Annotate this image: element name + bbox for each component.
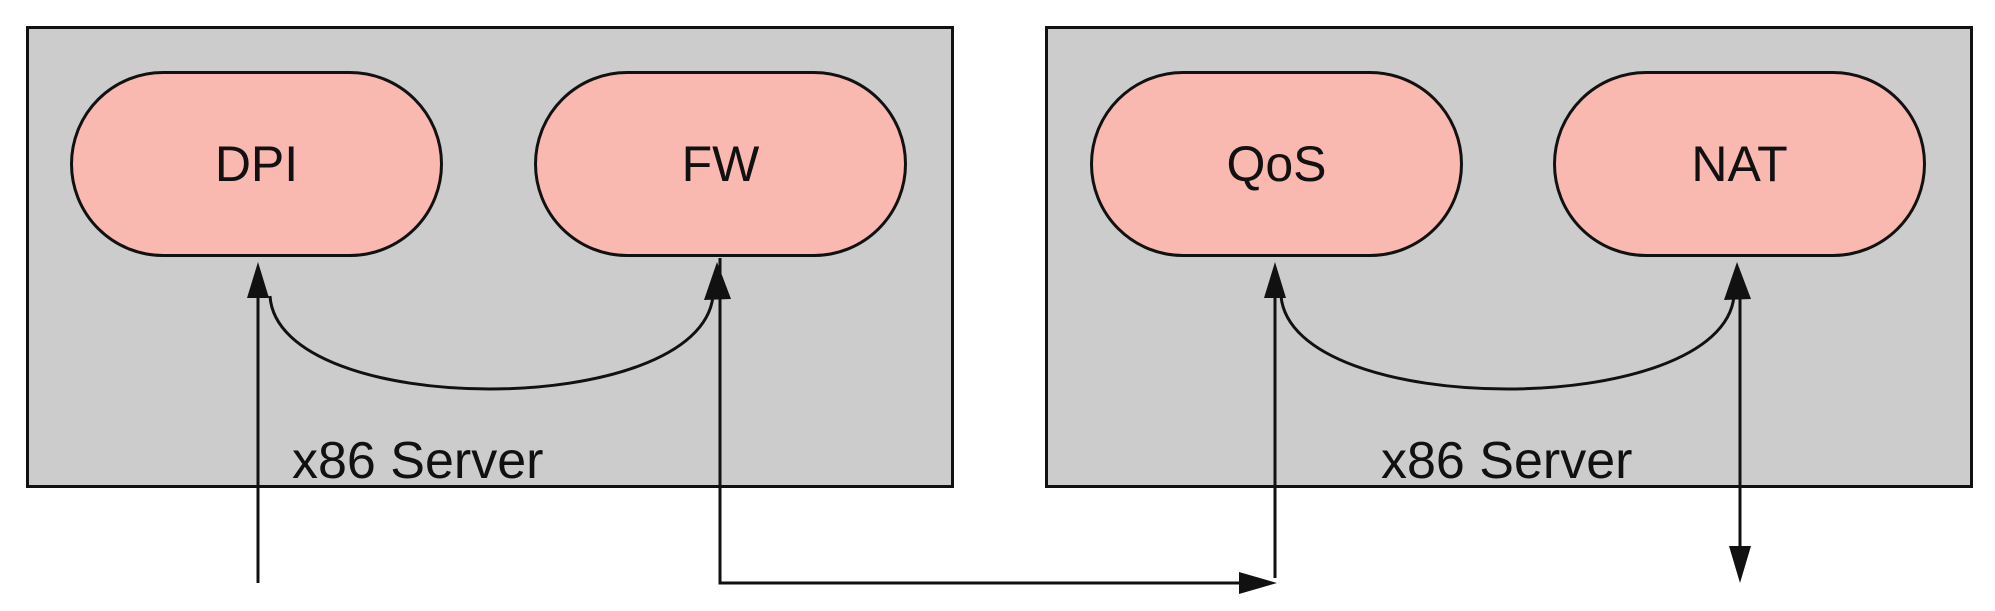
dpi-to-fw-curve (268, 295, 715, 391)
server-2-label: x86 Server (1381, 432, 1633, 490)
function-fw-label: FW (681, 136, 760, 192)
arrowhead-egress (1729, 546, 1751, 583)
arrowhead-to-qos-horizontal (1239, 572, 1277, 594)
fw-to-qos-line (718, 258, 1245, 585)
arrowhead-into-fw (704, 262, 731, 300)
server-1-label: x86 Server (292, 432, 544, 490)
function-nat: NAT (1553, 71, 1926, 257)
qos-to-nat-curve (1279, 295, 1736, 391)
function-dpi-label: DPI (214, 136, 299, 192)
function-nat-label: NAT (1691, 136, 1788, 192)
function-dpi: DPI (70, 71, 443, 257)
function-qos-label: QoS (1226, 136, 1327, 192)
function-qos: QoS (1090, 71, 1463, 257)
function-fw: FW (534, 71, 907, 257)
arrowhead-into-qos (1264, 262, 1286, 298)
arrowhead-into-nat (1724, 262, 1751, 300)
arrowhead-into-dpi (247, 262, 269, 298)
